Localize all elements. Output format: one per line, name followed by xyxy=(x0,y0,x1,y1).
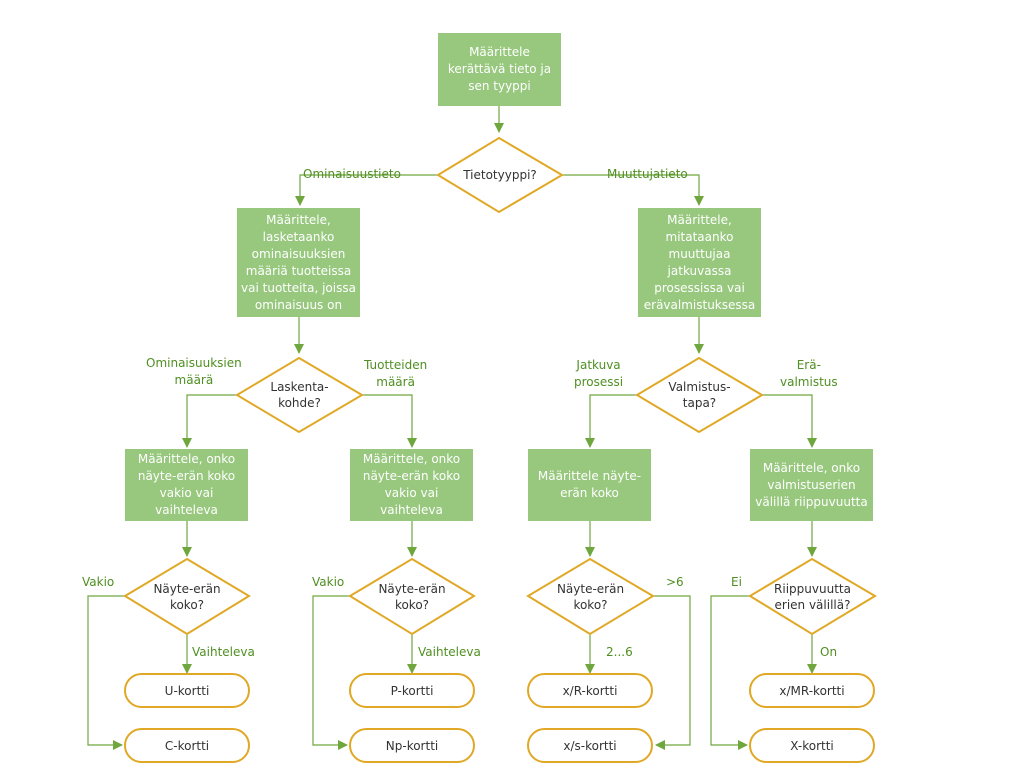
decision-process-type xyxy=(635,356,764,434)
terminal-xs-chart xyxy=(527,728,653,763)
variable-sample-box-1 xyxy=(528,449,651,521)
attribute-sample-box-1 xyxy=(125,449,248,521)
connector xyxy=(295,174,438,206)
terminal-xr-chart xyxy=(527,673,653,708)
attribute-process-box xyxy=(237,208,360,317)
connector xyxy=(182,394,237,448)
start-box xyxy=(438,33,561,106)
terminal-u-chart xyxy=(124,673,250,708)
connector xyxy=(762,394,817,448)
connector xyxy=(362,394,417,448)
connector xyxy=(87,595,125,750)
decision-sample-size-a2 xyxy=(348,557,476,636)
decision-sample-size-a1 xyxy=(123,557,251,636)
terminal-xmr-chart xyxy=(749,673,875,708)
connector xyxy=(710,595,750,750)
terminal-np-chart xyxy=(349,728,475,763)
attribute-sample-box-2 xyxy=(350,449,473,521)
connector xyxy=(653,595,691,750)
variable-sample-box-2 xyxy=(750,449,873,521)
terminal-c-chart xyxy=(124,728,250,763)
decision-data-type xyxy=(436,136,564,214)
terminal-p-chart xyxy=(349,673,475,708)
connector xyxy=(585,394,637,448)
decision-dependency xyxy=(748,557,877,636)
connector xyxy=(312,595,350,750)
decision-sample-size-v1 xyxy=(526,557,655,636)
variable-process-box xyxy=(638,208,761,317)
terminal-x-chart xyxy=(749,728,875,763)
decision-count-target xyxy=(235,356,364,434)
connector xyxy=(562,174,704,206)
